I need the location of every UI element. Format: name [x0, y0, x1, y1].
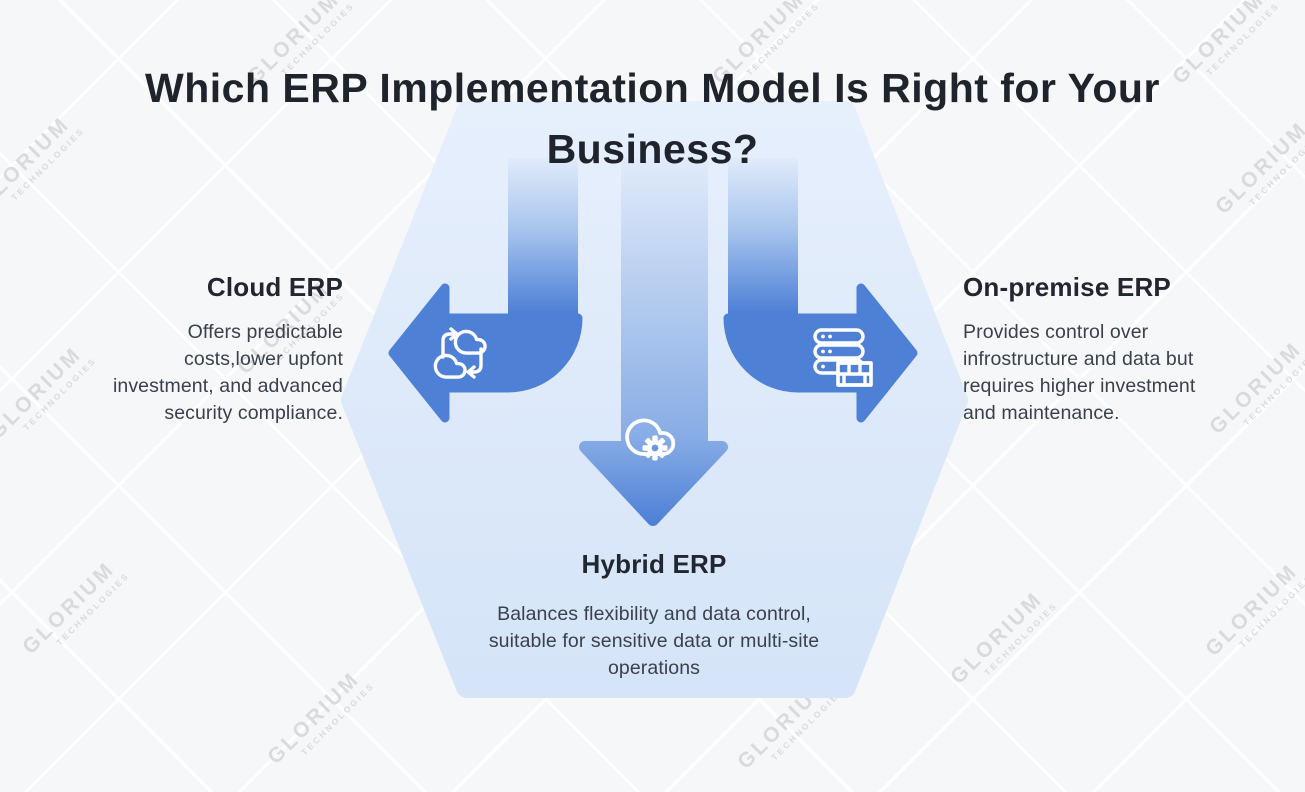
- server-icon: [813, 328, 873, 387]
- cloud-erp-heading: Cloud ERP: [206, 272, 343, 302]
- cloud-erp-arrow: [388, 158, 583, 423]
- on-premise-erp-description: Provides control over infrostructure and…: [963, 321, 1196, 424]
- cloud-erp-description: Offers predictable costs,lower upfont in…: [112, 321, 343, 424]
- cloud-gear-icon: [625, 418, 676, 461]
- cloud-erp-section: Cloud ERP Offers predictable costs,lower…: [60, 272, 343, 427]
- hybrid-erp-heading: Hybrid ERP: [581, 549, 727, 579]
- on-premise-erp-section: On-premise ERP Provides control over inf…: [963, 272, 1265, 427]
- hybrid-erp-description: Balances flexibility and data control, s…: [488, 603, 820, 679]
- page-title: Which ERP Implementation Model Is Right …: [145, 65, 1160, 172]
- on-premise-erp-heading: On-premise ERP: [963, 272, 1171, 302]
- cloud-sync-icon: [433, 327, 487, 379]
- hybrid-erp-section: Hybrid ERP Balances flexibility and data…: [438, 549, 870, 682]
